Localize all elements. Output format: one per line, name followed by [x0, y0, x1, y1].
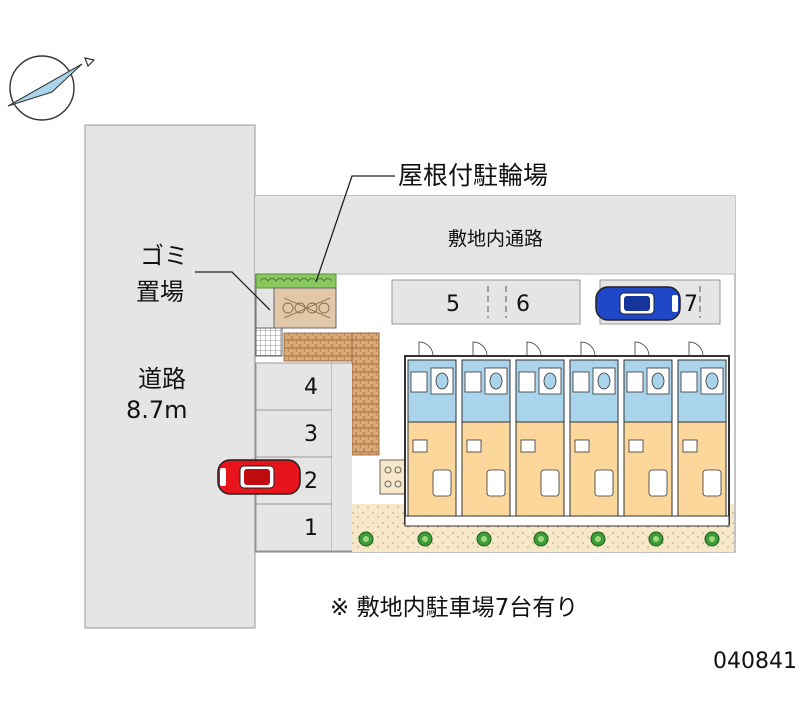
parking-lot-top [391, 279, 581, 325]
road-label-line1: 道路 [138, 365, 186, 393]
apartment-unit [623, 341, 673, 519]
tree-icon [704, 531, 720, 547]
tree-icon [476, 531, 492, 547]
parking-note: ※ 敷地内駐車場7台有り [330, 595, 578, 621]
garbage-label-line1: ゴミ [140, 242, 188, 270]
bicycle-parking-label: 屋根付駐輪場 [398, 161, 548, 190]
parking-number-5: 5 [446, 292, 460, 317]
tree-icon [358, 531, 374, 547]
apartment-unit [461, 341, 511, 519]
parking-number-3: 3 [304, 422, 318, 447]
tree-icon [648, 531, 664, 547]
garbage-label-line2: 置場 [136, 278, 184, 306]
map-code: 040841 [713, 649, 797, 674]
apartment-unit [407, 341, 457, 519]
parking-number-7: 7 [684, 292, 698, 317]
bicycle-parking-area [255, 273, 337, 329]
parking-number-6: 6 [516, 292, 530, 317]
drain-grate [255, 327, 283, 357]
tree-icon [533, 531, 549, 547]
meter-box-icon [379, 459, 407, 495]
apartment-unit [515, 341, 565, 519]
north-arrow-icon [7, 55, 96, 121]
car-icon-blue [595, 286, 681, 321]
road-width-label: 8.7m [126, 396, 188, 424]
parking-number-4: 4 [304, 375, 318, 400]
garbage-area [255, 287, 275, 329]
apartment-unit [569, 341, 619, 519]
public-road [84, 124, 256, 629]
car-icon-red [217, 459, 301, 495]
apartment-unit [677, 341, 727, 519]
apartment-building [404, 341, 730, 527]
tree-icon [590, 531, 606, 547]
parking-number-2: 2 [304, 469, 318, 494]
parking-number-1: 1 [304, 516, 318, 541]
tree-row [358, 531, 720, 547]
brick-walkway-side [351, 332, 380, 456]
parking-lot-left [255, 362, 333, 552]
internal-road-label: 敷地内通路 [448, 228, 543, 250]
tree-icon [417, 531, 433, 547]
internal-road [255, 196, 735, 274]
